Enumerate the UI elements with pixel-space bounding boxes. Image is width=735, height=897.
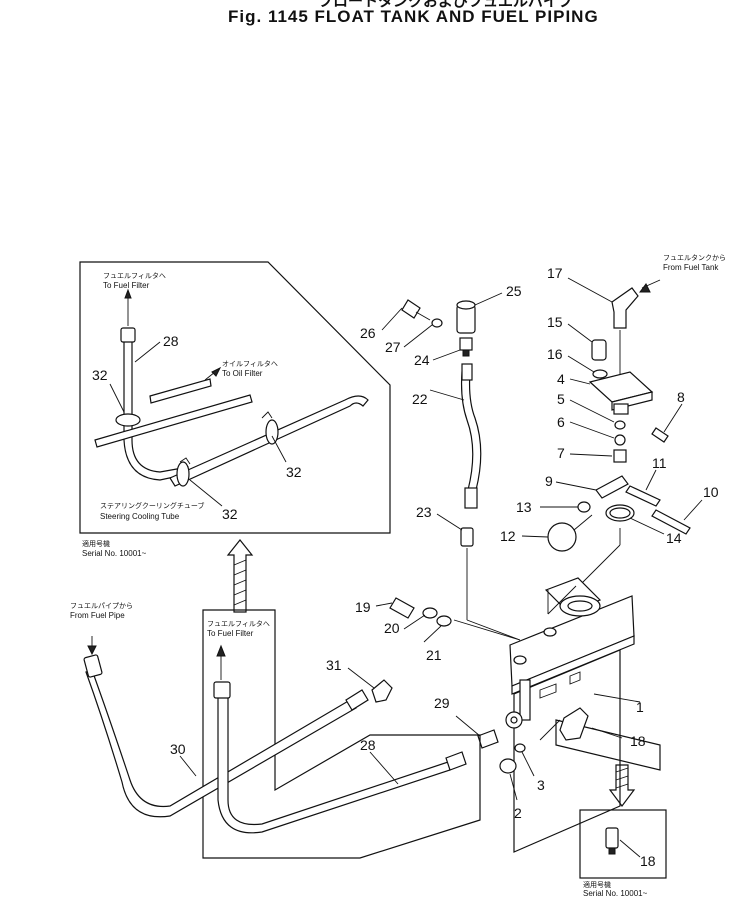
serial-label-2-en: Serial No. 10001~ [583, 889, 648, 897]
bolt-set-19-21 [375, 597, 452, 643]
part-number-9: 9 [545, 473, 553, 489]
part-number-23: 23 [416, 504, 432, 520]
elbow-17 [611, 287, 639, 329]
to-fuel-filter-jp: フュエルフィルタへ [103, 271, 166, 280]
to-oil-filter-en: To Oil Filter [222, 369, 263, 378]
serial-label-2-jp: 適用号機 [583, 880, 611, 889]
part-number-28-inset: 28 [163, 333, 179, 349]
part-number-18-a: 18 [630, 733, 646, 749]
from-fuel-tank-en: From Fuel Tank [663, 263, 719, 272]
part-number-17: 17 [547, 265, 563, 281]
part-number-3: 3 [537, 777, 545, 793]
washer-16 [592, 369, 608, 379]
from-fuel-pipe-jp: フュエルパイプから [70, 602, 133, 610]
tank-body [513, 649, 621, 853]
float-12 [547, 522, 577, 552]
elbow-18-callout [555, 707, 661, 771]
serial-label-en: Serial No. 10001~ [82, 549, 147, 558]
bolt-26 [401, 299, 421, 319]
part-number-13: 13 [516, 499, 532, 515]
part-number-24: 24 [414, 352, 430, 368]
title-japanese: フロートタンクおよびフュエルパイプ [318, 0, 574, 10]
figure-title: Fig. 1145 FLOAT TANK AND FUEL PIPING [228, 7, 599, 26]
float-tank [453, 577, 641, 853]
plug-2 [499, 758, 517, 774]
part-number-14: 14 [666, 530, 682, 546]
washer-27 [431, 318, 443, 328]
part-number-18-b: 18 [640, 853, 656, 869]
part-number-6: 6 [557, 414, 565, 430]
bolt-19 [389, 597, 415, 619]
to-fuel-filter-lower-jp: フュエルフィルタへ [207, 619, 270, 628]
lever-9 [595, 475, 629, 499]
elbow-31 [371, 679, 393, 703]
packing-5 [614, 420, 626, 430]
serial-label-jp: 適用号機 [82, 539, 110, 548]
part-number-1: 1 [636, 699, 644, 715]
lower-piping [83, 609, 481, 859]
to-fuel-filter-en: To Fuel Filter [103, 281, 150, 290]
float-valve-assembly [521, 277, 703, 591]
pin-11 [625, 485, 661, 507]
inset-steering-tube [79, 261, 391, 534]
seat-7 [613, 449, 627, 463]
part-number-22: 22 [412, 391, 428, 407]
part-number-32-a: 32 [92, 367, 108, 383]
to-oil-filter-jp: オイルフィルタへ [222, 359, 278, 368]
steering-tube-en: Steering Cooling Tube [100, 512, 180, 521]
elbow-18 [559, 707, 589, 741]
part-number-25: 25 [506, 283, 522, 299]
part-number-27: 27 [385, 339, 401, 355]
part-number-30: 30 [170, 741, 186, 757]
part-number-8: 8 [677, 389, 685, 405]
part-number-2: 2 [514, 805, 522, 821]
to-fuel-filter-lower-en: To Fuel Filter [207, 629, 254, 638]
washer-21 [436, 615, 452, 627]
nut-13 [577, 501, 591, 513]
part-number-26: 26 [360, 325, 376, 341]
part-number-21: 21 [426, 647, 442, 663]
part-number-19: 19 [355, 599, 371, 615]
arrow-up-icon [226, 539, 254, 613]
ball-6 [614, 434, 626, 446]
pipe-nut [120, 327, 136, 343]
serial-inset-box [579, 809, 667, 879]
fitting-29 [477, 729, 499, 749]
from-fuel-pipe-en: From Fuel Pipe [70, 611, 125, 620]
part-number-4: 4 [557, 371, 565, 387]
drain-fittings [347, 667, 535, 801]
part-number-32-c: 32 [222, 506, 238, 522]
from-fuel-tank-jp: フュエルタンクから [663, 253, 726, 262]
fitting-18-detail [605, 827, 619, 849]
part-number-28: 28 [360, 737, 376, 753]
part-number-15: 15 [547, 314, 563, 330]
part-number-7: 7 [557, 445, 565, 461]
part-number-16: 16 [547, 346, 563, 362]
part-number-10: 10 [703, 484, 719, 500]
part-number-11: 11 [652, 455, 667, 471]
hose-assembly [381, 292, 521, 641]
part-number-29: 29 [434, 695, 450, 711]
part-number-32-b: 32 [286, 464, 302, 480]
pin-8 [651, 427, 669, 443]
washer-20 [422, 607, 438, 619]
bolt-15 [591, 339, 607, 361]
fitting-23 [460, 527, 474, 547]
pin-10 [651, 509, 691, 535]
part-number-5: 5 [557, 391, 565, 407]
arrow-down-icon [608, 764, 636, 807]
clamp [115, 413, 141, 427]
part-number-20: 20 [384, 620, 400, 636]
part-number-31: 31 [326, 657, 342, 673]
part-number-12: 12 [500, 528, 516, 544]
steering-tube-jp: ステアリングクーリングチューブ [100, 501, 204, 510]
washer-3 [514, 743, 526, 753]
